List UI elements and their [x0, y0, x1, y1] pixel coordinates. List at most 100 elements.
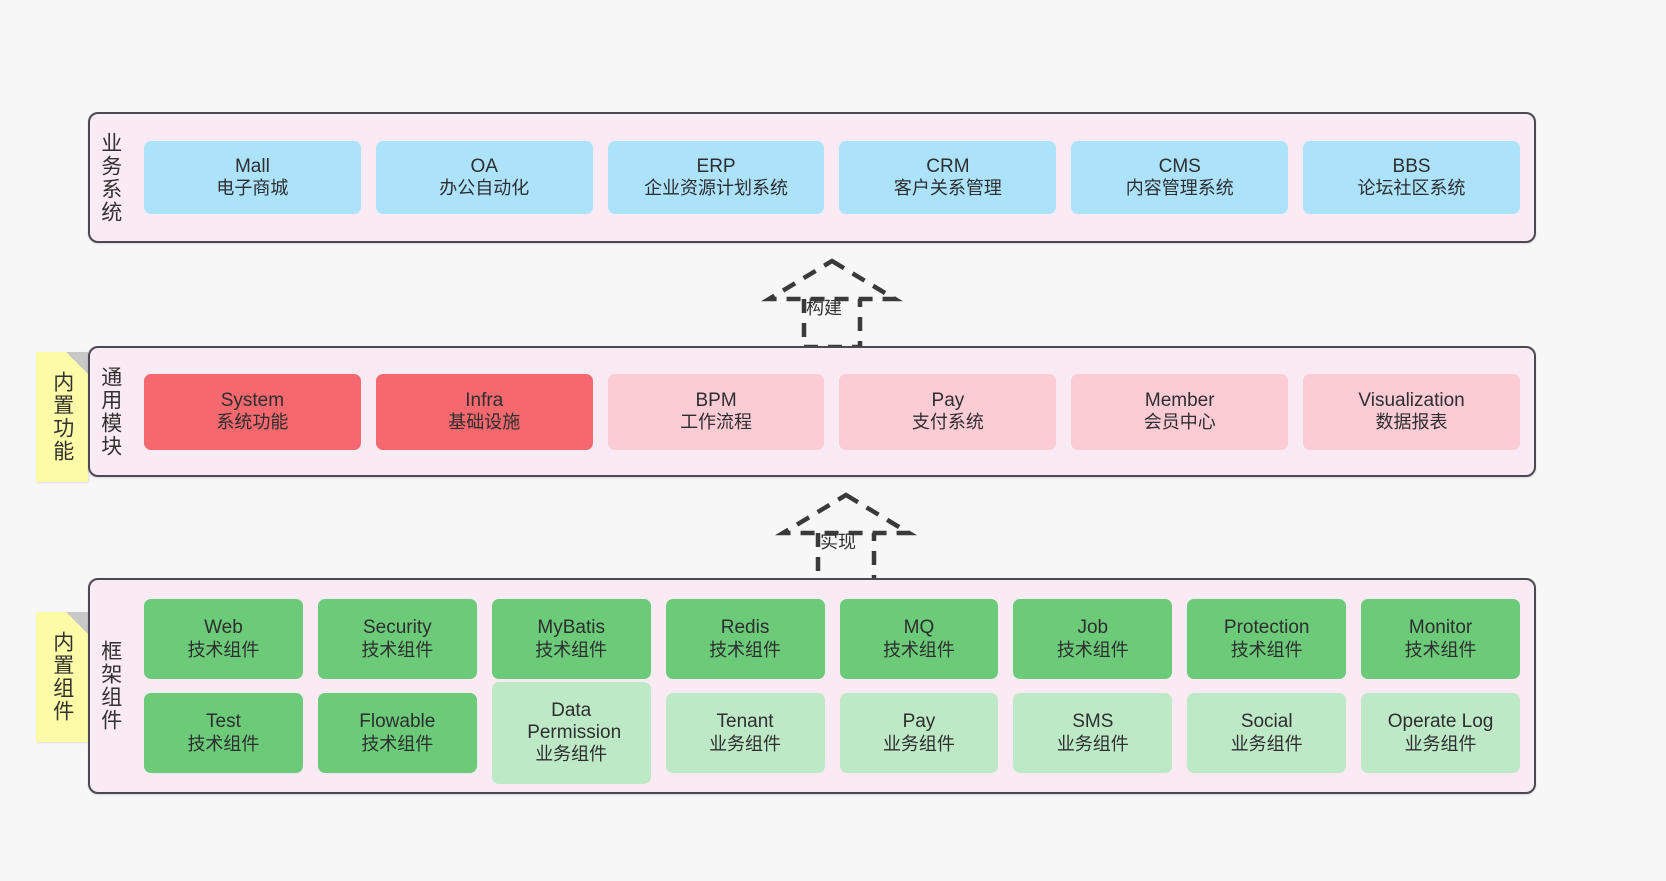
- card-subtitle: 技术组件: [1056, 639, 1129, 660]
- card-subtitle: 技术组件: [882, 639, 955, 660]
- card-subtitle: 系统功能: [216, 412, 289, 433]
- card-subtitle: 技术组件: [187, 639, 260, 660]
- card-subtitle: 业务组件: [1404, 733, 1477, 754]
- sticky-note-label: 内置组件: [50, 631, 74, 723]
- card-subtitle: 技术组件: [361, 733, 434, 754]
- cards-area-business-system: Mall 电子商城 OA 办公自动化 ERP 企业资源计划系统 CRM 客户关系…: [130, 114, 1534, 241]
- card-title: Protection: [1223, 617, 1310, 639]
- card-title: Security: [362, 617, 432, 639]
- connector-implement: 实现: [766, 489, 926, 585]
- card-tenant[interactable]: Tenant 业务组件: [665, 693, 825, 773]
- card-title: Operate Log: [1387, 711, 1494, 733]
- card-title: MyBatis: [537, 617, 605, 639]
- card-web[interactable]: Web 技术组件: [144, 599, 303, 679]
- card-system[interactable]: System 系统功能: [144, 373, 361, 450]
- section-framework-component[interactable]: 框架组件 Web 技术组件 Security 技术组件 MyBatis 技术组件…: [88, 578, 1536, 794]
- connector-build: 构建: [752, 255, 912, 351]
- card-flowable[interactable]: Flowable 技术组件: [317, 693, 477, 773]
- card-title: Mall: [234, 155, 270, 177]
- card-title: Infra: [465, 389, 504, 411]
- card-pay[interactable]: Pay 支付系统: [839, 373, 1057, 450]
- card-subtitle: 会员中心: [1143, 412, 1216, 433]
- card-subtitle: 企业资源计划系统: [644, 178, 789, 199]
- card-bbs[interactable]: BBS 论坛社区系统: [1303, 141, 1520, 214]
- card-subtitle: 业务组件: [535, 744, 608, 765]
- card-erp[interactable]: ERP 企业资源计划系统: [607, 141, 825, 214]
- card-subtitle: 业务组件: [882, 733, 955, 754]
- card-test[interactable]: Test 技术组件: [144, 693, 303, 773]
- cards-area-framework-component: Web 技术组件 Security 技术组件 MyBatis 技术组件 Redi…: [130, 580, 1534, 792]
- card-subtitle: 论坛社区系统: [1357, 178, 1466, 199]
- card-title: Tenant: [716, 711, 774, 733]
- card-data-permission[interactable]: Data Permission 业务组件: [491, 682, 651, 784]
- card-title: Flowable: [359, 711, 436, 733]
- section-title-business-system: 业务系统: [98, 131, 122, 224]
- card-crm[interactable]: CRM 客户关系管理: [839, 141, 1057, 214]
- card-subtitle: 业务组件: [709, 733, 782, 754]
- card-protection[interactable]: Protection 技术组件: [1187, 599, 1347, 679]
- card-title: Pay: [902, 711, 936, 733]
- section-business-system[interactable]: 业务系统 Mall 电子商城 OA 办公自动化 ERP 企业资源计划系统 CRM…: [88, 112, 1536, 243]
- card-title: CRM: [926, 155, 970, 177]
- card-subtitle: 数据报表: [1375, 412, 1448, 433]
- card-title: Member: [1144, 389, 1215, 411]
- card-subtitle: 支付系统: [911, 412, 984, 433]
- card-title: Redis: [720, 617, 770, 639]
- card-mq[interactable]: MQ 技术组件: [839, 599, 999, 679]
- card-subtitle: 办公自动化: [439, 178, 530, 199]
- card-row: Mall 电子商城 OA 办公自动化 ERP 企业资源计划系统 CRM 客户关系…: [144, 141, 1520, 214]
- card-subtitle: 技术组件: [709, 639, 782, 660]
- section-common-module[interactable]: 通用模块 System 系统功能 Infra 基础设施 BPM 工作流程 Pay…: [88, 346, 1536, 477]
- sticky-note-label: 内置功能: [50, 371, 74, 463]
- card-subtitle: 基础设施: [448, 412, 521, 433]
- card-subtitle: 技术组件: [361, 639, 434, 660]
- cards-area-common-module: System 系统功能 Infra 基础设施 BPM 工作流程 Pay 支付系统…: [130, 348, 1534, 475]
- card-row: System 系统功能 Infra 基础设施 BPM 工作流程 Pay 支付系统…: [144, 373, 1520, 450]
- card-bpm[interactable]: BPM 工作流程: [607, 373, 825, 450]
- card-title: BPM: [695, 389, 737, 411]
- connector-build-label: 构建: [806, 298, 842, 318]
- card-title: Monitor: [1408, 617, 1473, 639]
- card-subtitle: 技术组件: [1404, 639, 1477, 660]
- section-title-framework-component: 框架组件: [98, 640, 122, 732]
- sticky-note-builtin-component: 内置组件: [36, 612, 88, 742]
- card-infra[interactable]: Infra 基础设施: [375, 373, 593, 450]
- card-social[interactable]: Social 业务组件: [1187, 693, 1347, 773]
- card-redis[interactable]: Redis 技术组件: [665, 599, 825, 679]
- card-title: Social: [1240, 711, 1293, 733]
- card-member[interactable]: Member 会员中心: [1071, 373, 1289, 450]
- card-visualization[interactable]: Visualization 数据报表: [1303, 373, 1520, 450]
- card-pay-component[interactable]: Pay 业务组件: [839, 693, 999, 773]
- section-title-common-module: 通用模块: [98, 365, 122, 458]
- card-operate-log[interactable]: Operate Log 业务组件: [1361, 693, 1520, 773]
- card-subtitle: 客户关系管理: [893, 178, 1002, 199]
- card-title: System: [220, 389, 285, 411]
- connector-implement-label: 实现: [820, 532, 856, 552]
- card-title: BBS: [1392, 155, 1431, 177]
- card-title: Data Permission: [527, 699, 622, 744]
- card-security[interactable]: Security 技术组件: [317, 599, 477, 679]
- card-mall[interactable]: Mall 电子商城: [144, 141, 361, 214]
- card-subtitle: 工作流程: [680, 412, 753, 433]
- card-subtitle: 电子商城: [216, 178, 289, 199]
- card-oa[interactable]: OA 办公自动化: [375, 141, 593, 214]
- card-sms[interactable]: SMS 业务组件: [1013, 693, 1173, 773]
- card-cms[interactable]: CMS 内容管理系统: [1071, 141, 1289, 214]
- card-subtitle: 技术组件: [1230, 639, 1303, 660]
- card-row-tech: Web 技术组件 Security 技术组件 MyBatis 技术组件 Redi…: [144, 599, 1520, 679]
- card-title: Web: [204, 617, 243, 639]
- sticky-note-builtin-function: 内置功能: [36, 352, 88, 482]
- card-job[interactable]: Job 技术组件: [1013, 599, 1173, 679]
- card-subtitle: 技术组件: [535, 639, 608, 660]
- card-title: Pay: [931, 389, 965, 411]
- card-title: OA: [470, 155, 498, 177]
- card-title: Visualization: [1358, 389, 1465, 411]
- card-row-business: Test 技术组件 Flowable 技术组件 Data Permission …: [144, 682, 1520, 784]
- card-title: SMS: [1072, 711, 1114, 733]
- card-mybatis[interactable]: MyBatis 技术组件: [491, 599, 651, 679]
- card-title: CMS: [1158, 155, 1201, 177]
- card-subtitle: 业务组件: [1056, 733, 1129, 754]
- card-title: ERP: [696, 155, 736, 177]
- card-monitor[interactable]: Monitor 技术组件: [1361, 599, 1520, 679]
